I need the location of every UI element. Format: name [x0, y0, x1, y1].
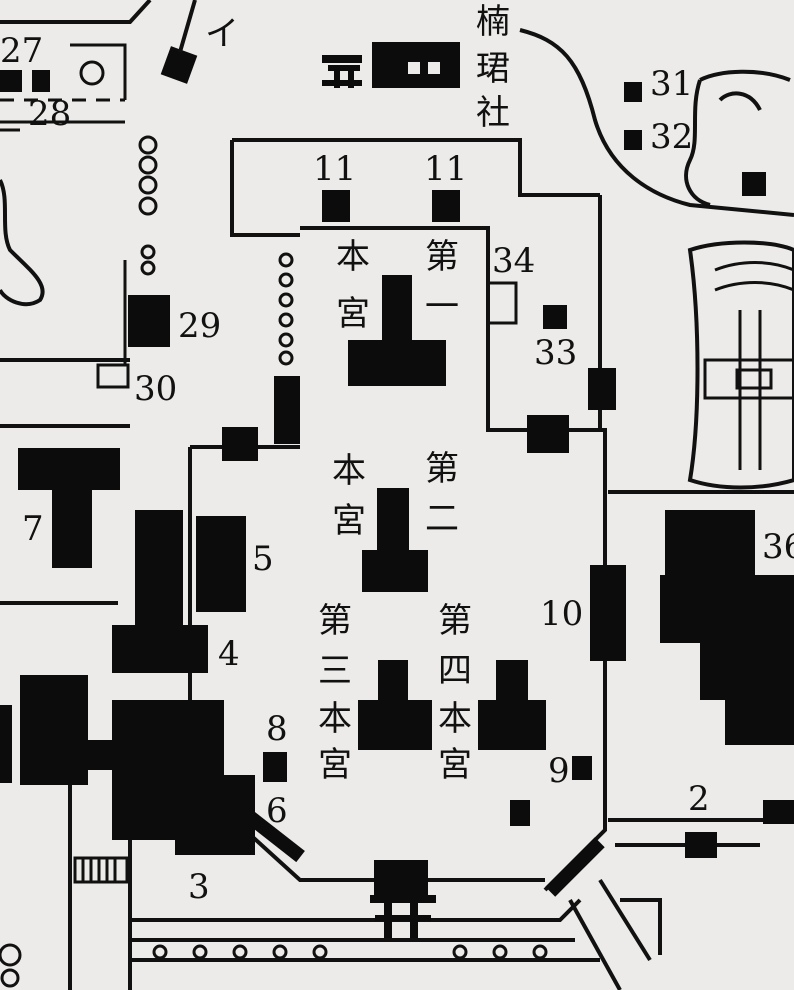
lantern-rows: [0, 135, 548, 988]
svg-text:宮: 宮: [336, 294, 370, 334]
svg-text:一: 一: [425, 287, 459, 327]
svg-text:宮: 宮: [438, 745, 472, 785]
svg-text:本: 本: [318, 699, 352, 739]
label-30: 30: [134, 369, 177, 409]
svg-text:楠: 楠: [476, 2, 510, 42]
label-29: 29: [178, 306, 221, 346]
svg-text:三: 三: [318, 651, 352, 691]
shrine-labels: 本 宮 第 一 本 宮 第 二 第 三 本 宮 第 四 本 宮 楠 珺 社 イ: [205, 2, 510, 785]
label-11-left: 11: [313, 149, 356, 189]
number-labels: 11 11 27 28 29 30 31 32 33 34 36 7 5 4 8…: [0, 31, 794, 907]
svg-text:第: 第: [425, 449, 459, 489]
svg-text:第: 第: [318, 601, 352, 641]
label-27: 27: [0, 31, 43, 71]
svg-text:本: 本: [332, 451, 366, 491]
label-7: 7: [22, 509, 44, 549]
label-36: 36: [762, 527, 794, 567]
label-28: 28: [28, 94, 71, 134]
svg-text:二: 二: [425, 499, 459, 539]
label-33: 33: [534, 333, 577, 373]
label-11-right: 11: [424, 149, 467, 189]
svg-text:珺: 珺: [476, 49, 510, 89]
label-5: 5: [252, 539, 274, 579]
svg-text:宮: 宮: [332, 501, 366, 541]
label-3: 3: [188, 867, 210, 907]
svg-text:四: 四: [438, 651, 472, 691]
svg-text:宮: 宮: [318, 745, 352, 785]
label-31: 31: [650, 64, 693, 104]
label-2: 2: [688, 779, 710, 819]
buildings: [0, 0, 794, 938]
label-34: 34: [492, 241, 535, 281]
label-6: 6: [266, 791, 288, 831]
label-8: 8: [266, 709, 288, 749]
svg-text:第: 第: [438, 601, 472, 641]
label-honden-1-col1: 本: [336, 237, 370, 277]
svg-text:第: 第: [425, 237, 459, 277]
garden-shapes: [0, 69, 794, 490]
label-kana: イ: [205, 14, 239, 54]
label-32: 32: [650, 117, 693, 157]
svg-text:社: 社: [476, 93, 510, 133]
label-9: 9: [548, 751, 570, 791]
label-10: 10: [540, 594, 583, 634]
label-4: 4: [218, 634, 240, 674]
svg-text:本: 本: [438, 699, 472, 739]
